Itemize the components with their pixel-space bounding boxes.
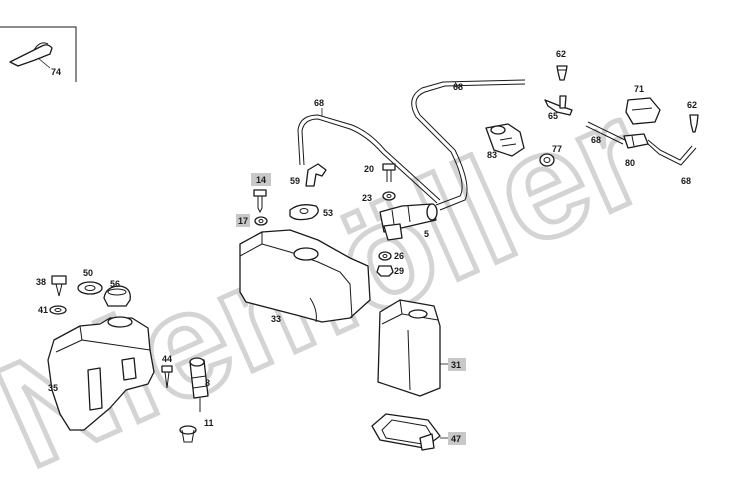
label-47: 47 bbox=[451, 434, 461, 444]
label-31: 31 bbox=[451, 360, 461, 370]
highlight-47 bbox=[448, 432, 466, 445]
label-11: 11 bbox=[204, 418, 214, 428]
label-44: 44 bbox=[162, 354, 172, 364]
part-5: 5 bbox=[379, 203, 438, 241]
part-23: 23 bbox=[362, 191, 396, 203]
hose-68: 68 68 bbox=[297, 79, 526, 211]
part-8: 8 bbox=[189, 357, 210, 412]
part-14: 14 bbox=[251, 173, 271, 214]
highlight-17 bbox=[236, 214, 250, 227]
label-56: 56 bbox=[110, 279, 120, 289]
label-29: 29 bbox=[394, 266, 404, 276]
part-71: 71 bbox=[625, 84, 661, 125]
part-62-right: 62 bbox=[687, 100, 699, 133]
inset-frame bbox=[0, 26, 77, 82]
label-23: 23 bbox=[362, 193, 372, 203]
label-33: 33 bbox=[271, 314, 281, 324]
part-20: 20 bbox=[364, 163, 396, 182]
label-50: 50 bbox=[83, 268, 93, 278]
highlight-14 bbox=[251, 173, 271, 186]
part-17: 17 bbox=[236, 214, 268, 227]
label-53: 53 bbox=[323, 208, 333, 218]
part-47: 47 bbox=[371, 413, 466, 451]
label-80: 80 bbox=[625, 158, 635, 168]
label-74: 74 bbox=[51, 67, 61, 77]
part-80-hoses: 68 80 68 bbox=[585, 121, 697, 186]
label-68-c: 68 bbox=[591, 135, 601, 145]
label-68-b: 68 bbox=[453, 82, 463, 92]
label-62-b: 62 bbox=[687, 100, 697, 110]
label-38: 38 bbox=[36, 277, 46, 287]
part-29: 29 bbox=[376, 265, 404, 277]
label-59: 59 bbox=[290, 176, 300, 186]
part-38: 38 bbox=[36, 275, 67, 297]
part-41: 41 bbox=[38, 305, 67, 315]
label-68-d: 68 bbox=[681, 176, 691, 186]
label-71: 71 bbox=[634, 84, 644, 94]
part-35: 35 bbox=[47, 316, 155, 431]
part-31: 31 bbox=[377, 299, 466, 397]
cable-clip-74 bbox=[9, 44, 53, 67]
label-20: 20 bbox=[364, 164, 374, 174]
cable-clip-loop bbox=[33, 42, 49, 51]
label-83: 83 bbox=[487, 150, 497, 160]
part-77: 77 bbox=[539, 144, 562, 167]
label-65: 65 bbox=[548, 111, 558, 121]
part-65: 65 bbox=[544, 95, 573, 121]
part-56: 56 bbox=[103, 279, 131, 307]
part-26: 26 bbox=[378, 251, 404, 261]
label-5: 5 bbox=[424, 229, 429, 239]
part-83: 83 bbox=[485, 123, 525, 160]
highlight-31 bbox=[448, 358, 466, 371]
label-62-a: 62 bbox=[556, 49, 566, 59]
label-14: 14 bbox=[256, 175, 266, 185]
part-59: 59 bbox=[290, 163, 327, 187]
label-26: 26 bbox=[394, 251, 404, 261]
part-53: 53 bbox=[289, 204, 333, 221]
part-44: 44 bbox=[161, 354, 173, 389]
label-35: 35 bbox=[48, 383, 58, 393]
part-62-top: 62 bbox=[556, 49, 568, 81]
part-33: 33 bbox=[239, 229, 371, 324]
label-41: 41 bbox=[38, 305, 48, 315]
label-77: 77 bbox=[552, 144, 562, 154]
inset-box-74: 74 bbox=[0, 26, 77, 82]
label-8: 8 bbox=[205, 378, 210, 388]
part-11: 11 bbox=[179, 418, 214, 443]
label-17: 17 bbox=[238, 216, 248, 226]
label-68-a: 68 bbox=[314, 98, 324, 108]
part-50: 50 bbox=[77, 268, 103, 295]
